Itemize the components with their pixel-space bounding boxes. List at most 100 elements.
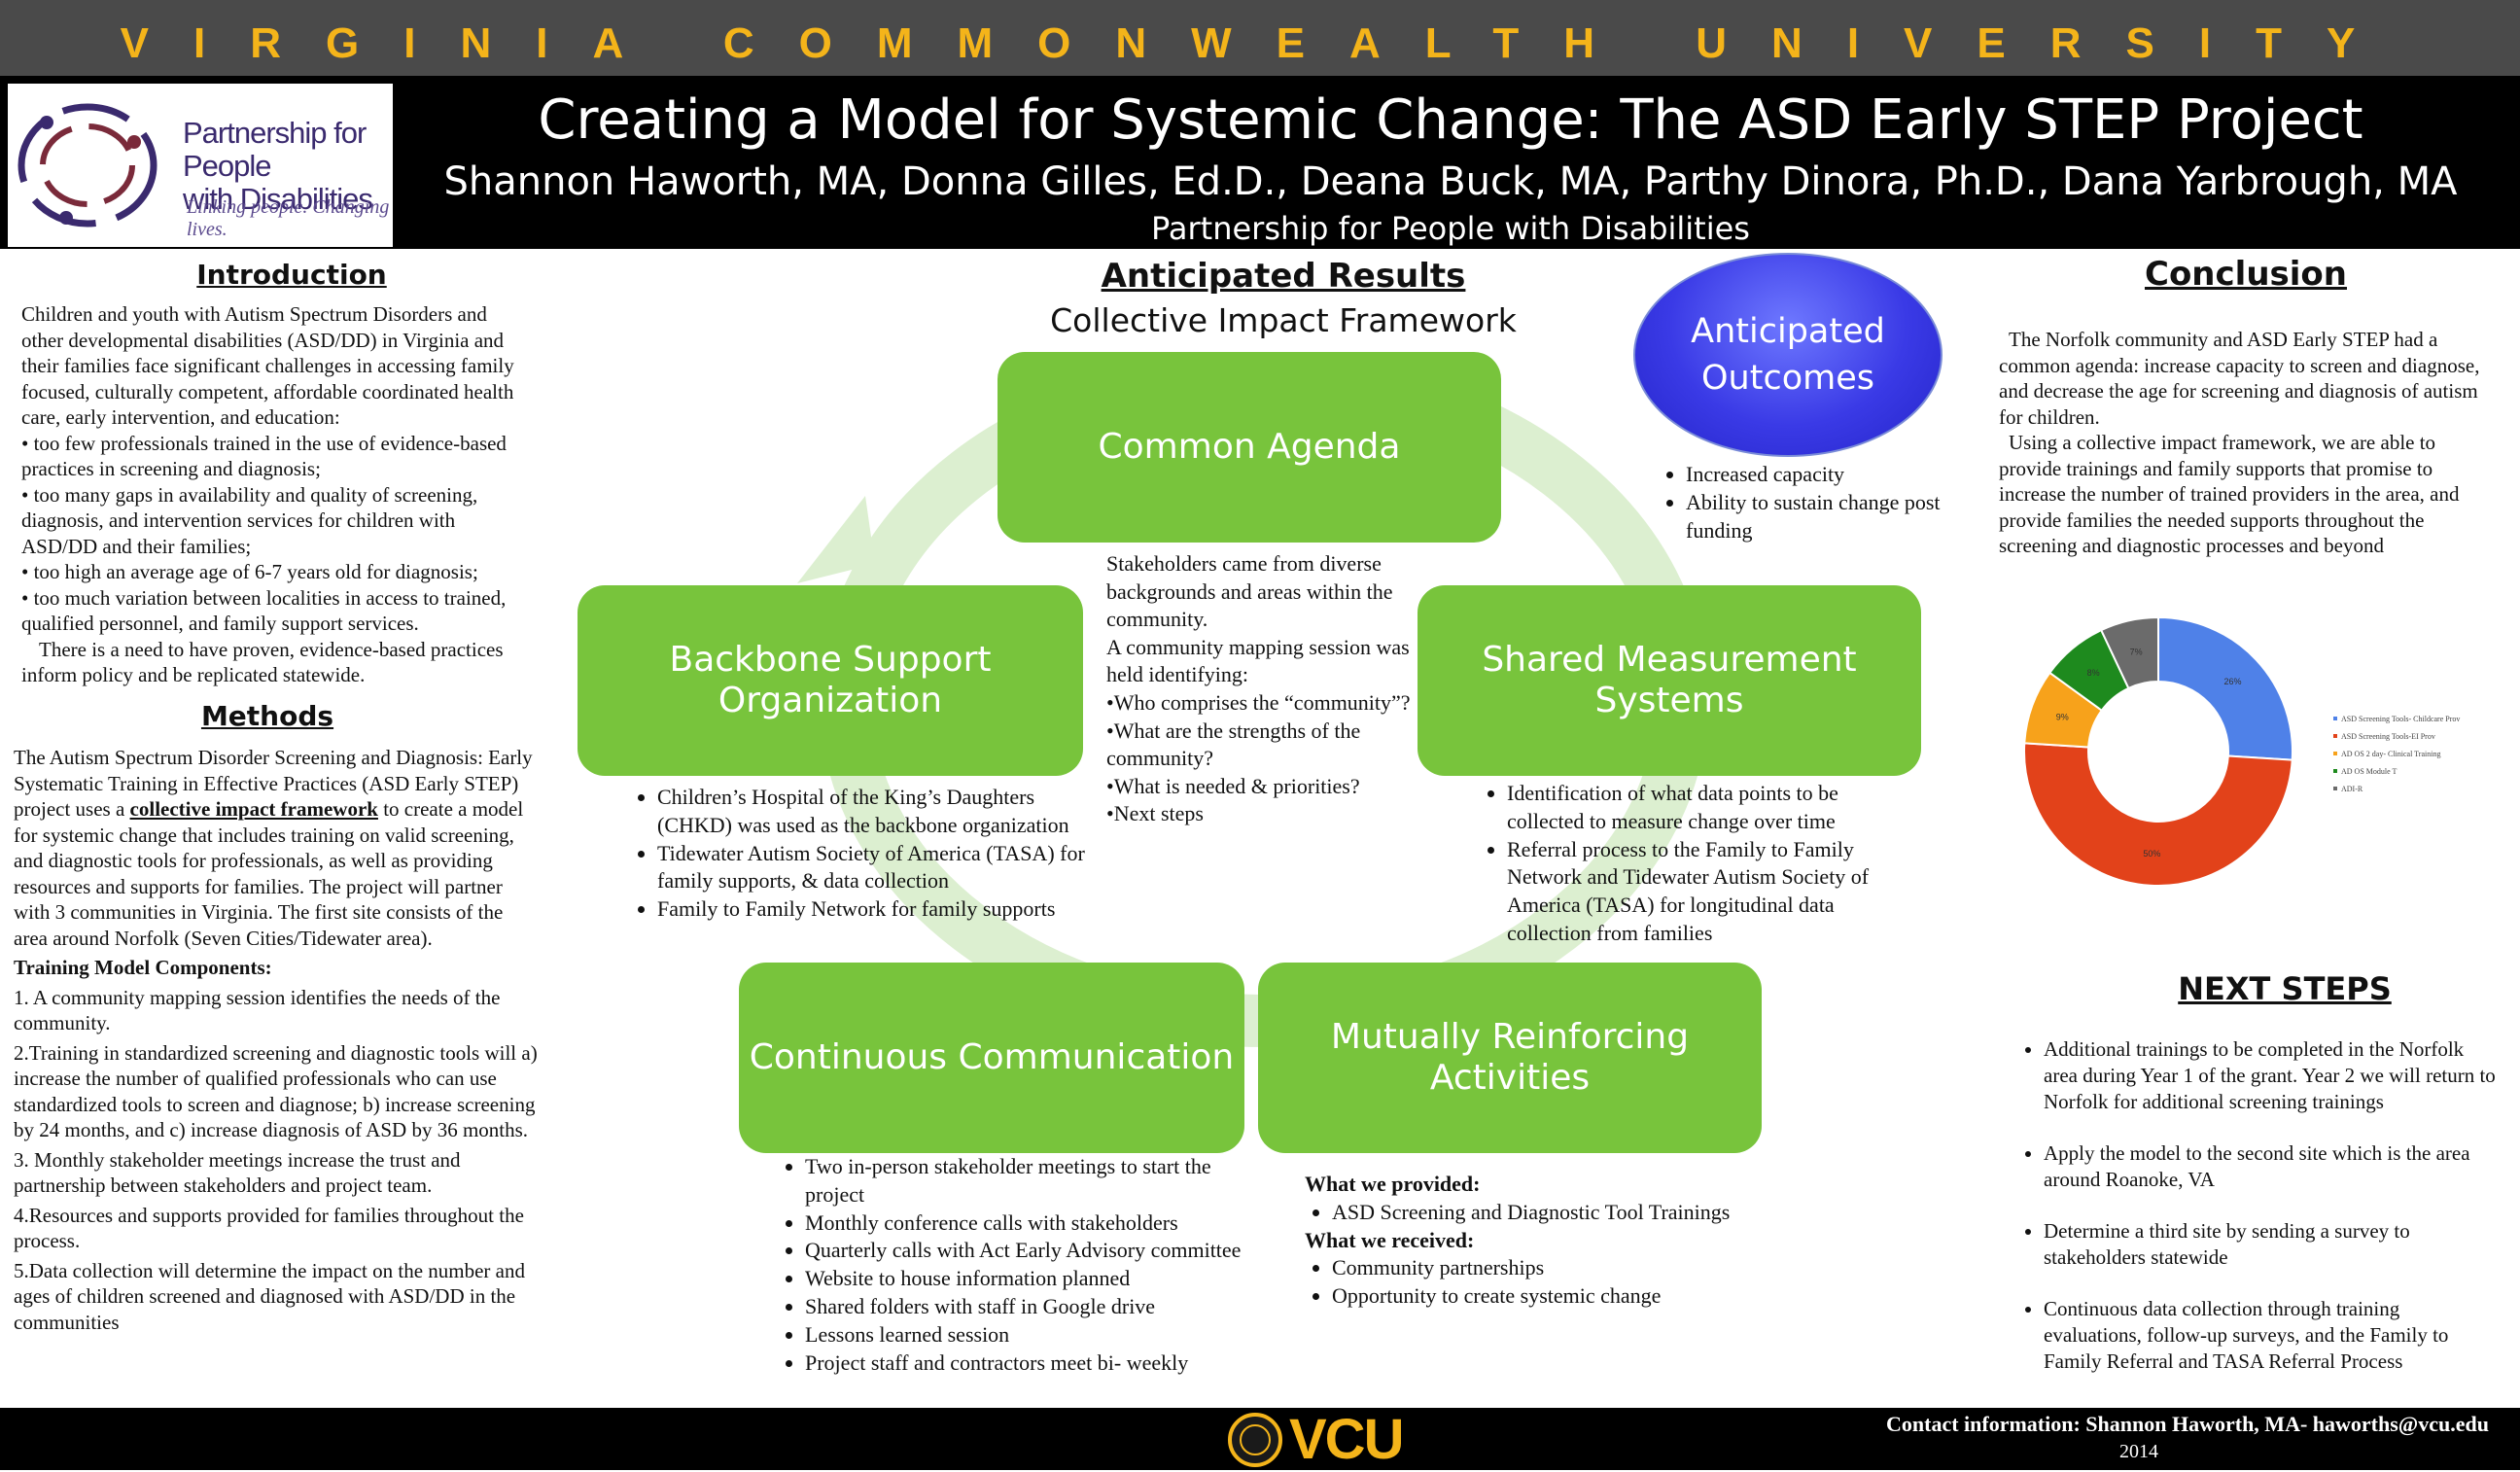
center-line: •What is needed & priorities? <box>1106 773 1360 798</box>
legend-label: AD OS Module T <box>2341 767 2398 776</box>
list-item: Increased capacity <box>1686 461 1944 489</box>
introduction-closing: There is a need to have proven, evidence… <box>21 637 504 687</box>
communication-list: Two in-person stakeholder meetings to st… <box>758 1153 1264 1377</box>
methods-p1-before: The Autism Spectrum Disorder Screening a… <box>14 746 533 821</box>
conclusion-p2: Using a collective impact framework, we … <box>1999 431 2460 557</box>
university-name: VIRGINIA COMMONWEALTH UNIVERSITY <box>120 19 2400 67</box>
title-bar <box>0 76 2520 249</box>
introduction-item: • too much variation between localities … <box>21 585 507 636</box>
legend-label: ASD Screening Tools- Childcare Prov <box>2341 715 2460 723</box>
introduction-item: • too many gaps in availability and qual… <box>21 482 478 558</box>
legend-label: ADI-R <box>2341 785 2363 793</box>
legend-swatch <box>2333 787 2337 790</box>
legend-label: AD OS 2 day- Clinical Training <box>2341 750 2440 758</box>
box-continuous-communication: Continuous Communication <box>739 963 1244 1153</box>
donut-slice <box>2023 742 2293 887</box>
logo-line1: Partnership for People <box>183 116 367 183</box>
logo-line2: with Disabilities <box>183 182 373 216</box>
list-item: Monthly conference calls with stakeholde… <box>805 1209 1264 1238</box>
box-shared-measurement: Shared Measurement Systems <box>1418 585 1921 776</box>
center-line: A community mapping session was held ide… <box>1106 634 1410 687</box>
box-common-agenda: Common Agenda <box>998 352 1501 543</box>
list-item: Shared folders with staff in Google driv… <box>805 1293 1264 1321</box>
logo-tagline: Linking people. Changing lives. <box>187 196 390 240</box>
component-item: 2.Training in standardized screening and… <box>14 1040 538 1142</box>
contact-information: Contact information: Shannon Haworth, MA… <box>1886 1412 2489 1436</box>
outcomes-oval-label: Anticipated Outcomes <box>1691 312 1885 398</box>
training-donut-chart: 26%50%9%8%7% ASD Screening Tools- Childc… <box>2023 615 2460 887</box>
list-item: Continuous data collection through train… <box>2044 1296 2499 1375</box>
center-line: •What are the strengths of the community… <box>1106 718 1361 771</box>
legend-swatch <box>2333 769 2337 773</box>
component-item: 5.Data collection will determine the imp… <box>14 1258 525 1334</box>
box-mutually-reinforcing: Mutually Reinforcing Activities <box>1258 963 1762 1153</box>
introduction-lead: Children and youth with Autism Spectrum … <box>21 302 514 429</box>
center-line: Stakeholders came from diverse backgroun… <box>1106 551 1393 632</box>
list-item: Tidewater Autism Society of America (TAS… <box>657 840 1108 896</box>
backbone-list: Children’s Hospital of the King’s Daught… <box>603 784 1108 924</box>
box-backbone-support: Backbone Support Organization <box>578 585 1083 776</box>
list-item: Opportunity to create systemic change <box>1332 1282 1771 1311</box>
authors: Shannon Haworth, MA, Donna Gilles, Ed.D.… <box>443 159 2458 204</box>
partnership-logo-icon <box>18 103 158 228</box>
donut-slice-label: 26% <box>2224 677 2242 686</box>
anticipated-outcomes-oval: Anticipated Outcomes <box>1633 253 1942 457</box>
introduction-item: • too few professionals trained in the u… <box>21 431 507 481</box>
list-item: ASD Screening and Diagnostic Tool Traini… <box>1332 1199 1771 1227</box>
component-item: 1. A community mapping session identifie… <box>14 985 501 1035</box>
methods-paragraph: The Autism Spectrum Disorder Screening a… <box>14 745 539 951</box>
list-item: Quarterly calls with Act Early Advisory … <box>805 1237 1264 1265</box>
legend-label: ASD Screening Tools-EI Prov <box>2341 732 2435 741</box>
donut-slice-label: 8% <box>2087 668 2100 678</box>
center-line: •Who comprises the “community”? <box>1106 689 1411 715</box>
poster-title: Creating a Model for Systemic Change: Th… <box>538 88 2363 152</box>
partnership-logo: Partnership for People with Disabilities… <box>8 84 393 247</box>
introduction-text: Children and youth with Autism Spectrum … <box>21 301 527 688</box>
conclusion-p1: The Norfolk community and ASD Early STEP… <box>1999 328 2480 429</box>
legend-swatch <box>2333 752 2337 755</box>
methods-p1-after: to create a model for systemic change th… <box>14 797 524 950</box>
introduction-item: • too high an average age of 6-7 years o… <box>21 560 478 583</box>
donut-slices <box>2023 615 2293 887</box>
methods-text: The Autism Spectrum Disorder Screening a… <box>14 745 539 1335</box>
received-heading: What we received: <box>1305 1227 1475 1252</box>
donut-labels: 26%50%9%8%7% <box>2056 648 2242 859</box>
list-item: Ability to sustain change post funding <box>1686 489 1944 545</box>
methods-heading: Methods <box>200 700 334 732</box>
components-heading: Training Model Components: <box>14 956 272 979</box>
list-item: Determine a third site by sending a surv… <box>2044 1218 2499 1271</box>
community-mapping-text: Stakeholders came from diverse backgroun… <box>1106 550 1427 828</box>
list-item: Apply the model to the second site which… <box>2044 1140 2499 1193</box>
methods-p1-link: collective impact framework <box>129 797 378 821</box>
list-item: Referral process to the Family to Family… <box>1507 836 1906 948</box>
measurement-list: Identification of what data points to be… <box>1458 780 1906 948</box>
list-item: Project staff and contractors meet bi- w… <box>805 1349 1264 1378</box>
legend-swatch <box>2333 734 2337 738</box>
conclusion-heading: Conclusion <box>2145 255 2347 294</box>
list-item: Identification of what data points to be… <box>1507 780 1906 836</box>
list-item: Family to Family Network for family supp… <box>657 895 1108 924</box>
list-item: Lessons learned session <box>805 1321 1264 1349</box>
outcomes-list: Increased capacity Ability to sustain ch… <box>1633 461 1944 544</box>
vcu-logo: VCU <box>1289 1408 1404 1471</box>
donut-slice <box>2099 615 2159 690</box>
results-subheading: Collective Impact Framework <box>1050 301 1517 339</box>
vcu-seal-icon <box>1228 1413 1282 1467</box>
affiliation: Partnership for People with Disabilities <box>1151 210 1750 247</box>
next-steps-heading: NEXT STEPS <box>2178 970 2392 1007</box>
introduction-heading: Introduction <box>196 259 387 291</box>
component-item: 3. Monthly stakeholder meetings increase… <box>14 1147 461 1198</box>
list-item: Children’s Hospital of the King’s Daught… <box>657 784 1108 840</box>
list-item: Two in-person stakeholder meetings to st… <box>805 1153 1264 1209</box>
component-item: 4.Resources and supports provided for fa… <box>14 1203 524 1253</box>
poster-year: 2014 <box>2119 1441 2158 1462</box>
university-banner <box>0 0 2520 76</box>
list-item: Website to house information planned <box>805 1265 1264 1293</box>
donut-slice-label: 7% <box>2130 648 2143 657</box>
next-steps-list: Additional trainings to be completed in … <box>2003 1036 2499 1375</box>
list-item: Additional trainings to be completed in … <box>2044 1036 2499 1115</box>
donut-slice <box>2157 615 2293 761</box>
activities-text: What we provided: ASD Screening and Diag… <box>1305 1171 1771 1311</box>
center-line: •Next steps <box>1106 801 1204 826</box>
donut-slice-label: 9% <box>2056 712 2069 721</box>
